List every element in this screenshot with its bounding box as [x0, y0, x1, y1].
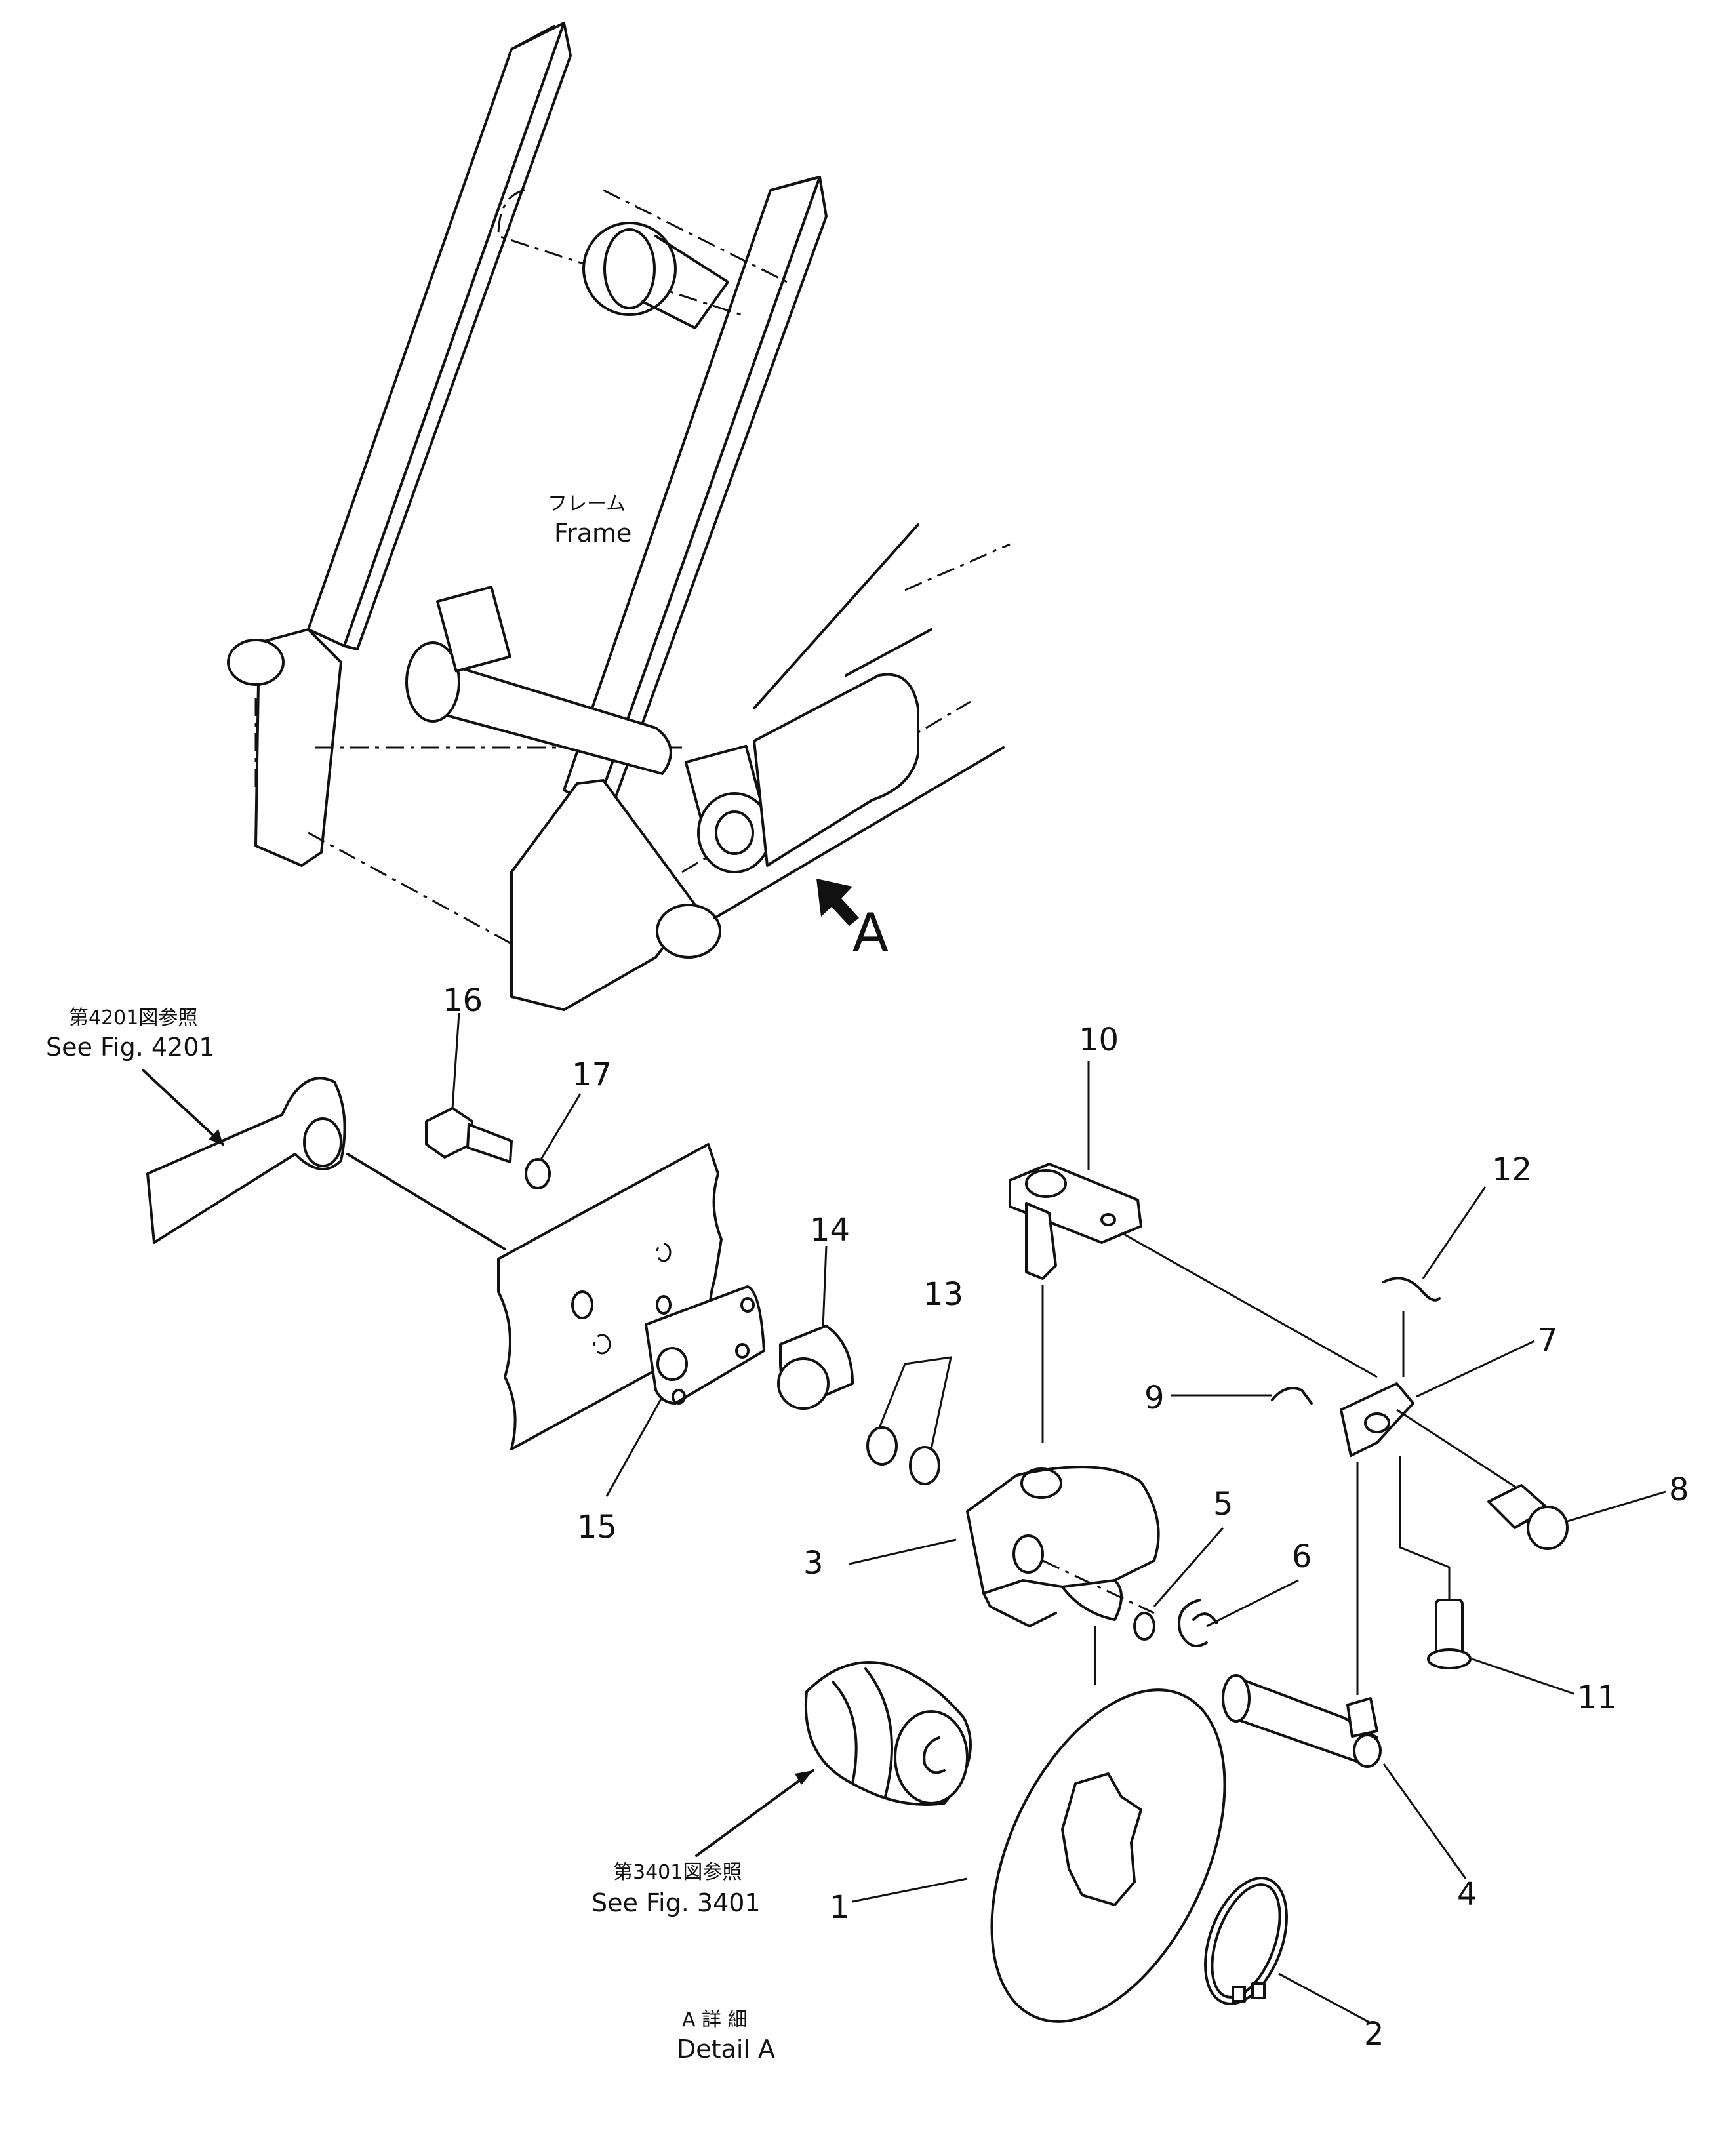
washer-13a [866, 1426, 898, 1466]
pin-11 [1399, 1456, 1472, 1669]
callout-3: 3 [803, 1545, 824, 1582]
clevis-7 [1340, 1382, 1529, 1496]
view-a-arrow: A [816, 879, 889, 963]
pulley-part [804, 1661, 972, 1806]
callout-14: 14 [810, 1212, 850, 1248]
ref-3401-jp: 第3401図参照 [613, 1861, 742, 1884]
o-ring-5 [1133, 1612, 1155, 1641]
detail-label-en: Detail A [677, 2035, 775, 2064]
callout-6: 6 [1292, 1538, 1312, 1575]
frame-label-en: Frame [554, 519, 631, 548]
gasket-15 [645, 1285, 765, 1405]
housing-3 [966, 1466, 1160, 1627]
view-a-label: A [852, 902, 889, 963]
frame-assembly [227, 22, 1011, 1011]
callout-leaders [451, 1012, 1666, 2024]
frame-label-jp: フレーム [548, 492, 626, 515]
cotter-pin-9 [1271, 1387, 1313, 1405]
callout-12: 12 [1492, 1151, 1532, 1188]
callout-10: 10 [1079, 1022, 1119, 1058]
callout-13: 13 [923, 1276, 963, 1313]
callout-15: 15 [577, 1509, 617, 1546]
retaining-ring-2 [1204, 1877, 1288, 2005]
callout-8: 8 [1669, 1471, 1689, 1508]
callout-1: 1 [830, 1889, 850, 1926]
pin-8 [1487, 1484, 1569, 1550]
ref-3401-en: See Fig. 3401 [591, 1888, 761, 1917]
washer-17 [525, 1158, 551, 1189]
callout-11: 11 [1577, 1679, 1617, 1716]
ref-4201-en: See Fig. 4201 [46, 1033, 215, 1062]
washer-13b [909, 1446, 940, 1485]
callout-2: 2 [1364, 2016, 1384, 2052]
lever-arm-10 [1009, 1163, 1142, 1443]
ref-3401-leader [695, 1769, 814, 1857]
detail-label-jp: A 詳 細 [682, 2008, 748, 2031]
callout-7: 7 [1538, 1322, 1558, 1359]
callout-9: 9 [1144, 1380, 1165, 1416]
ref-4201-leader [142, 1069, 224, 1146]
callout-4: 4 [1457, 1876, 1477, 1913]
ref-4201-jp: 第4201図参照 [69, 1007, 197, 1029]
mounting-plate [497, 1143, 723, 1450]
bushing-14 [777, 1325, 854, 1410]
bolt-16 [425, 1107, 513, 1163]
lever-part [146, 1077, 506, 1250]
link-line [1121, 1231, 1378, 1378]
callout-5: 5 [1213, 1486, 1233, 1523]
cotter-pin-12 [1382, 1277, 1441, 1302]
shaft-4 [1222, 1462, 1382, 1768]
callout-numbers: 1 2 3 4 5 6 7 8 9 10 11 12 13 14 15 16 1… [443, 982, 1689, 2052]
callout-17: 17 [572, 1056, 612, 1093]
snap-ring-6 [1178, 1599, 1218, 1647]
disc-1 [990, 1626, 1226, 2023]
callout-16: 16 [443, 982, 483, 1019]
